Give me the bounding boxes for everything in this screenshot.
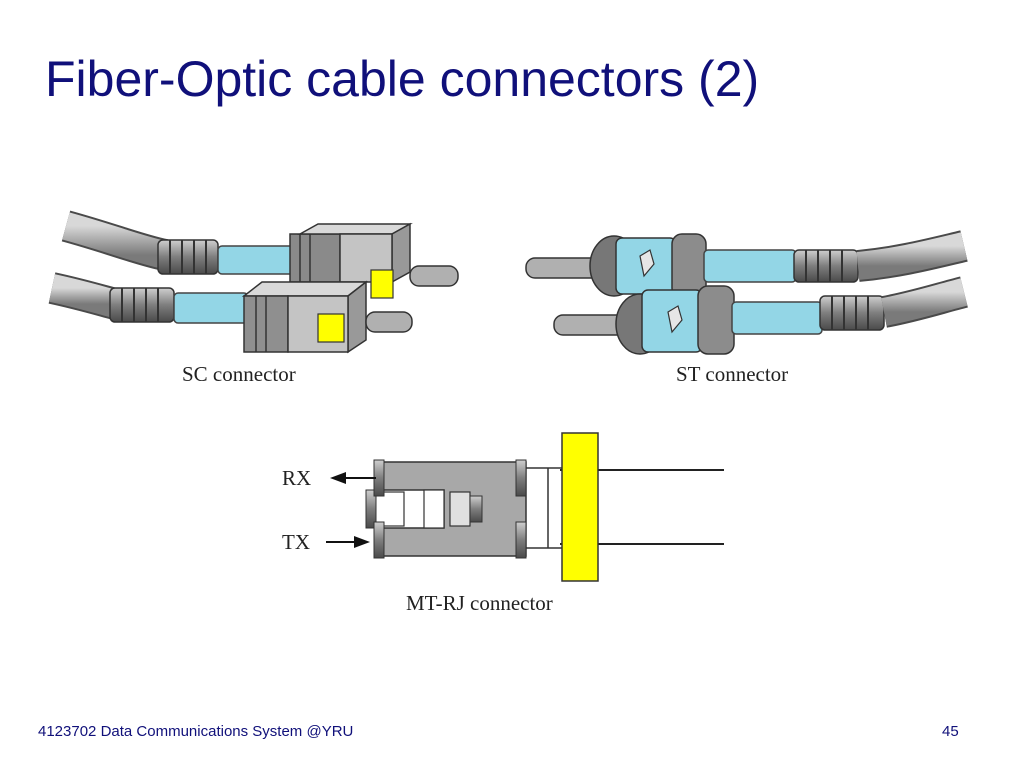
st-connector-label: ST connector xyxy=(676,362,788,386)
rx-label: RX xyxy=(282,466,311,490)
sc-connector: SC connector xyxy=(48,210,459,386)
sc-lower-cable xyxy=(48,272,413,354)
mtrj-connector: RX TX MT-RJ connector xyxy=(282,432,724,615)
mtrj-yellow-latch xyxy=(561,432,599,582)
sc-connector-label: SC connector xyxy=(182,362,296,386)
st-connector: ST connector xyxy=(525,230,968,386)
rx-arrow xyxy=(330,472,376,484)
tx-label: TX xyxy=(282,530,310,554)
connector-diagram: SC connector xyxy=(48,210,968,615)
st-upper-cable xyxy=(525,230,968,299)
footer-course: 4123702 Data Communications System @YRU xyxy=(38,723,354,740)
slide-title: Fiber-Optic cable connectors (2) xyxy=(45,51,760,107)
sc-upper-cable xyxy=(61,210,459,299)
tx-arrow xyxy=(326,536,370,548)
st-lower-cable xyxy=(553,276,968,355)
page-number: 45 xyxy=(942,723,959,740)
mtrj-connector-label: MT-RJ connector xyxy=(406,591,553,615)
